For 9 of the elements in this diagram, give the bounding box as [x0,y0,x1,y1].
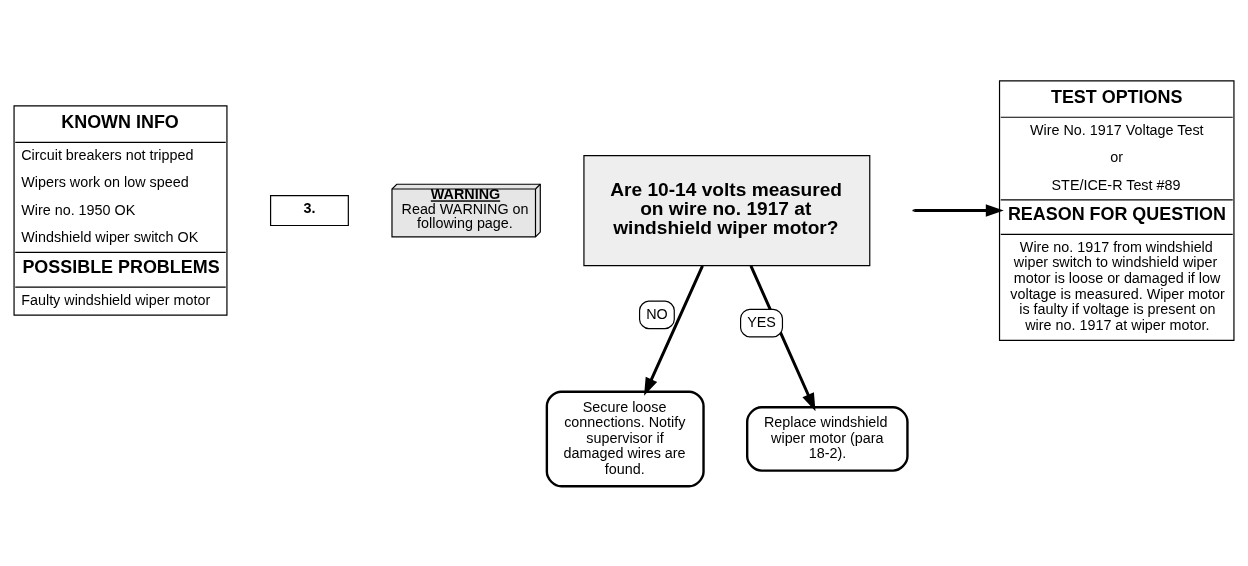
arrow [914,203,1004,217]
node-box: Are 10-14 volts measured on wire no. 1917 at windshield wiper motor? [583,154,871,266]
node-box: Replace windshield wiper motor (para 18-2). [746,405,909,472]
node-box: Secure loose connections. Notify supervisor if damaged wires are found. [545,390,705,487]
arrow [749,264,816,411]
arrow [644,264,704,396]
edge-label: YES [747,313,776,330]
node-box: 3. [270,194,349,226]
edge-label: NO [646,305,668,322]
